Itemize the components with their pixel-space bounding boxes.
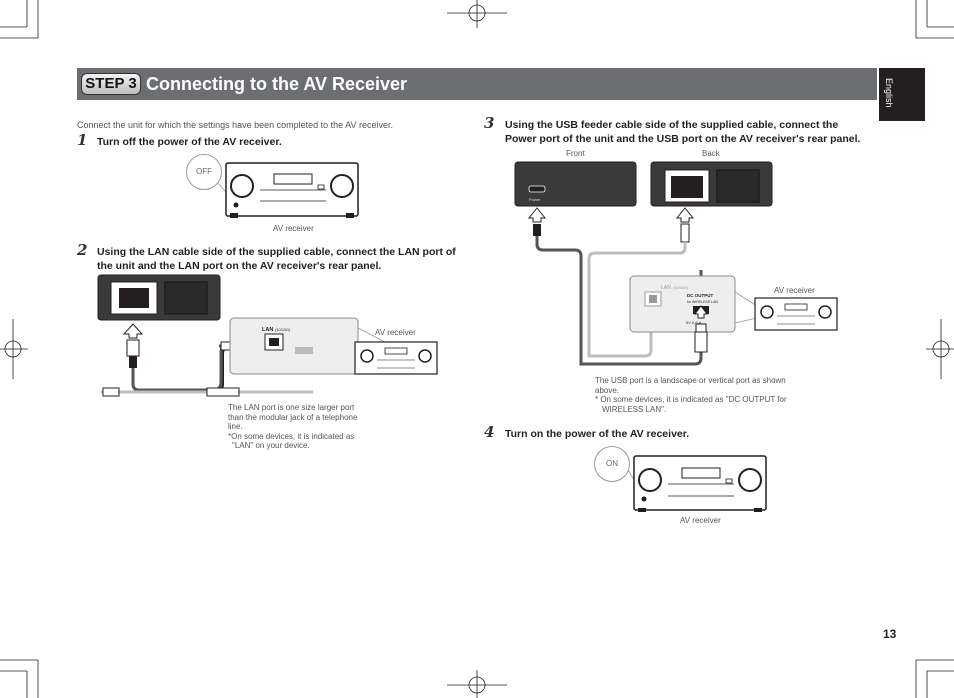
step-2-note: The LAN port is one size larger port tha… bbox=[228, 403, 357, 451]
step-3-port-label: LAN bbox=[661, 285, 671, 291]
step-2-port-sublabel: (10/100) bbox=[275, 327, 291, 332]
back-label: Back bbox=[702, 149, 720, 158]
step-3-port-sublabel: (10/100) bbox=[673, 285, 689, 290]
language-label: English bbox=[884, 78, 894, 108]
step-3-caption: AV receiver bbox=[774, 286, 815, 295]
step-3-note-line: WIRELESS LAN". bbox=[602, 404, 667, 414]
step-3-text-line1: Using the USB feeder cable side of the s… bbox=[505, 119, 839, 131]
step-1-number: 1 bbox=[77, 131, 88, 149]
step-3-note: The USB port is a landscape or vertical … bbox=[595, 376, 787, 414]
step-2-note-line: line. bbox=[228, 422, 243, 431]
step-2-text-line2: the unit and the LAN port on the AV rece… bbox=[97, 260, 382, 272]
step-2-number: 2 bbox=[77, 241, 88, 259]
step-3-note-line: above. bbox=[595, 385, 620, 395]
title-bar: STEP 3 Connecting to the AV Receiver bbox=[77, 68, 877, 100]
intro-text: Connect the unit for which the settings … bbox=[77, 120, 394, 130]
step-3-number: 3 bbox=[484, 114, 495, 132]
off-bubble: OFF bbox=[186, 154, 222, 190]
step-3-note-line: * On some devices, it is indicated as "D… bbox=[595, 395, 787, 404]
front-label: Front bbox=[566, 149, 585, 158]
dc-output-label: DC OUTPUT bbox=[687, 293, 713, 298]
step-2-caption: AV receiver bbox=[375, 328, 416, 337]
step-2-note-line: The LAN port is one size larger port bbox=[228, 403, 355, 412]
step-2-note-line: "LAN" on your device. bbox=[232, 441, 310, 450]
step-2-note-line: *On some devices, it is indicated as bbox=[228, 431, 355, 441]
step-1-caption: AV receiver bbox=[273, 224, 314, 233]
step-4-caption: AV receiver bbox=[680, 516, 721, 525]
step-2-note-line: than the modular jack of a telephone bbox=[228, 412, 358, 422]
step-2-text-line1: Using the LAN cable side of the supplied… bbox=[97, 246, 456, 258]
dc-output-rating: 5V 0.6 A bbox=[686, 320, 701, 325]
usb-connection-illustration: Power LAN (10/100) DC OUTPUT for WIRELES… bbox=[514, 161, 838, 366]
step-2-port-label: LAN bbox=[262, 327, 273, 333]
step-4-number: 4 bbox=[484, 423, 495, 441]
power-port-label: Power bbox=[529, 197, 541, 202]
on-bubble: ON bbox=[594, 446, 630, 482]
step-3-note-line: The USB port is a landscape or vertical … bbox=[595, 376, 786, 385]
step-1-text: Turn off the power of the AV receiver. bbox=[97, 136, 282, 148]
page-title: Connecting to the AV Receiver bbox=[146, 74, 408, 94]
av-receiver-on-illustration bbox=[627, 455, 767, 512]
page-number: 13 bbox=[883, 627, 897, 641]
lan-connection-illustration: LAN (10/100) bbox=[97, 274, 438, 397]
av-receiver-off-illustration bbox=[213, 162, 359, 218]
step-badge: STEP 3 bbox=[81, 73, 141, 95]
language-tab bbox=[879, 68, 925, 121]
step-4-text: Turn on the power of the AV receiver. bbox=[505, 428, 690, 440]
dc-output-sub: for WIRELESS LAN bbox=[687, 300, 718, 304]
step-3-text-line2: Power port of the unit and the USB port … bbox=[505, 133, 861, 145]
